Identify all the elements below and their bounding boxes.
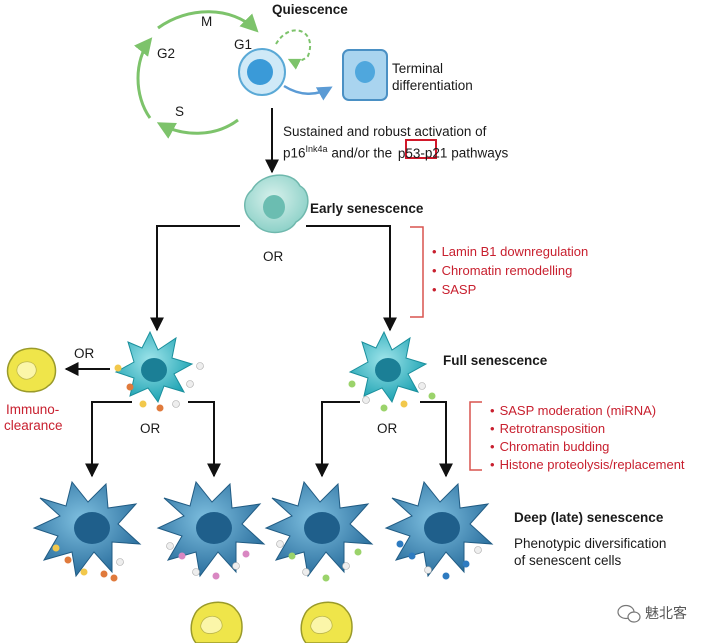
immune-cell-bottom-right <box>300 601 353 643</box>
cycle-label-m: M <box>201 14 213 29</box>
g1-cell <box>238 48 286 96</box>
full-senescent-cell-left <box>114 330 194 404</box>
deep-arrow-4 <box>420 401 453 478</box>
ink4a-superscript: Ink4a <box>305 144 328 154</box>
early-senescence-label: Early senescence <box>310 201 424 216</box>
diversification-label-1: Phenotypic diversification <box>514 536 667 551</box>
deep-senescent-cell-2 <box>156 480 266 580</box>
deep-arrow-2 <box>188 401 221 478</box>
early-feature-2: Chromatin remodelling <box>432 262 573 279</box>
terminal-diff-label-2: differentiation <box>392 78 473 93</box>
p21-label: -p21 pathways <box>420 145 509 161</box>
cycle-label-g2: G2 <box>157 46 176 61</box>
full-feature-4: Histone proteolysis/replacement <box>490 456 685 473</box>
deep-senescent-cell-3 <box>264 480 374 582</box>
immune-cell-top <box>6 347 57 393</box>
branch-arrow-right <box>306 225 397 332</box>
or-label-left: OR <box>140 421 161 436</box>
deep-arrow-1 <box>85 401 132 478</box>
early-feature-3: SASP <box>432 281 477 298</box>
early-bracket <box>410 226 424 318</box>
early-feature-1: Lamin B1 downregulation <box>432 243 589 260</box>
full-bracket <box>469 401 482 471</box>
cycle-arrow-top <box>157 10 259 33</box>
and-or-text: and/or the <box>331 145 393 161</box>
full-feature-2: Retrotransposition <box>490 420 606 437</box>
quiescence-label: Quiescence <box>272 2 348 17</box>
immuno-label-2: clearance <box>4 418 63 433</box>
terminal-diff-label-1: Terminal <box>392 61 444 76</box>
watermark-text: 魅北客 <box>645 605 687 621</box>
full-feature-1: SASP moderation (miRNA) <box>490 402 657 419</box>
p53-highlight-box <box>405 139 437 159</box>
p53-label: p53 <box>397 145 421 161</box>
early-senescence-cell <box>244 174 309 234</box>
differentiation-arrow <box>283 84 333 101</box>
sasp-dots-left <box>114 362 204 412</box>
deep-senescent-cell-1 <box>32 480 142 582</box>
activation-text-line1: Sustained and robust activation of <box>283 124 487 139</box>
full-senescence-label: Full senescence <box>443 353 548 368</box>
deep-senescent-cell-4 <box>384 480 494 580</box>
immune-cell-bottom-left <box>190 601 243 643</box>
cycle-arrow-bottom <box>156 118 239 139</box>
cell-cycle <box>133 10 311 139</box>
sasp-dots-right <box>348 380 436 412</box>
full-feature-3: Chromatin budding <box>490 438 610 455</box>
cycle-label-s: S <box>175 104 185 119</box>
immuno-label-1: Immuno- <box>6 402 60 417</box>
cycle-arrow-left <box>133 37 153 119</box>
p16-label: p16 <box>283 145 306 161</box>
deep-arrow-3 <box>315 401 360 478</box>
quiescence-loop-arrow <box>275 29 311 70</box>
deep-senescence-label: Deep (late) senescence <box>514 510 664 525</box>
or-label-immuno: OR <box>74 346 95 361</box>
activation-text-line2: p16Ink4a and/or the p53-p21 pathways <box>283 141 508 162</box>
cycle-label-g1: G1 <box>234 37 253 52</box>
full-senescent-cell-right <box>348 330 428 404</box>
diversification-label-2: of senescent cells <box>514 553 622 568</box>
differentiated-cell <box>342 49 388 101</box>
or-label-early: OR <box>263 249 284 264</box>
wechat-icon <box>617 604 641 623</box>
branch-arrow-left <box>150 225 240 332</box>
or-label-right: OR <box>377 421 398 436</box>
